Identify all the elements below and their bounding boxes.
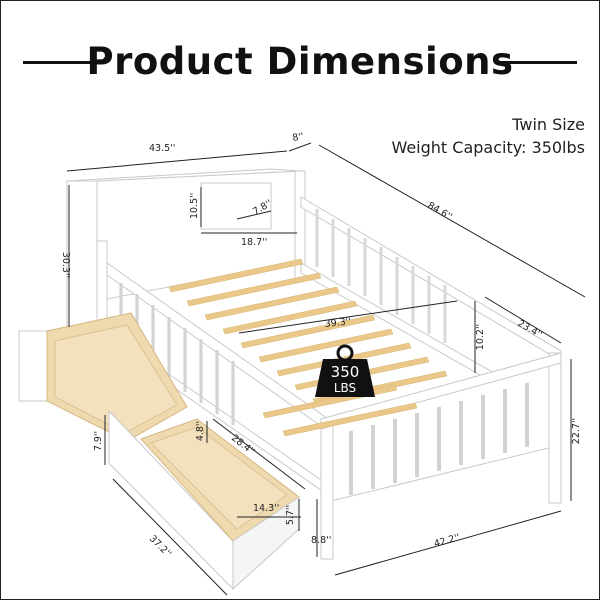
dim-line-inner-width	[238, 300, 458, 334]
label-drawer-inner-height: 4.8''	[195, 421, 206, 441]
weight-icon	[315, 359, 375, 397]
slat	[258, 328, 394, 363]
title-row: Product Dimensions	[1, 37, 599, 87]
title-rule-left	[23, 61, 101, 64]
label-footboard-height: 22.7''	[571, 418, 582, 444]
label-side-rail-height: 10.2''	[475, 324, 486, 350]
drawer-back-inner	[54, 324, 178, 434]
slat	[222, 300, 358, 335]
label-drawer-width: 37.2''	[147, 533, 173, 559]
weight-badge-unit: LBS	[334, 381, 356, 395]
label-headboard-width: 43.5''	[149, 143, 175, 154]
weight-capacity-label: Weight Capacity: 350lbs	[391, 138, 585, 157]
label-inner-width: 39.3''	[324, 316, 351, 330]
slat	[168, 258, 304, 293]
drawer-front-inner	[150, 426, 288, 530]
slat	[282, 402, 418, 437]
dim-line-overall-width	[334, 510, 562, 576]
footboard-spindles	[349, 383, 529, 495]
label-headboard-height: 30.3''	[60, 252, 71, 278]
label-drawer-inner-width: 14.3''	[253, 503, 279, 514]
label-drawer-inner-depth: 5.7''	[285, 505, 296, 525]
page-title: Product Dimensions	[86, 40, 514, 83]
dim-line-headboard-depth	[288, 142, 312, 152]
dim-line-overall-length	[318, 144, 586, 298]
weight-badge: 350 LBS	[315, 344, 375, 397]
label-shelf-width: 18.7''	[241, 237, 267, 248]
dim-line-footboard-length	[484, 296, 562, 344]
label-shelf-height: 10.5''	[189, 193, 200, 219]
slat	[204, 286, 340, 321]
dim-line-drawer-width	[112, 478, 228, 596]
label-drawer-height: 7.9''	[93, 431, 104, 451]
side-rail-far-top	[300, 196, 562, 362]
drawer-back	[18, 312, 188, 442]
weight-badge-value: 350	[331, 363, 360, 381]
spec-block: Twin Size Weight Capacity: 350lbs	[391, 113, 585, 159]
drawer-front	[108, 409, 300, 591]
label-clearance-height: 8.8''	[311, 535, 331, 546]
title-rule-right	[501, 61, 577, 64]
slat	[186, 272, 322, 307]
slat	[240, 314, 376, 349]
label-overall-width: 42.2''	[433, 532, 461, 550]
label-overall-length: 84.6''	[426, 200, 454, 223]
drawer-back-front	[18, 330, 48, 402]
dim-line-headboard-width	[66, 150, 288, 172]
dimension-lines	[66, 142, 586, 596]
size-label: Twin Size	[512, 115, 585, 134]
dim-line-drawer-length	[212, 418, 306, 490]
foot-post-right	[548, 352, 562, 504]
label-headboard-depth: 8''	[292, 131, 305, 144]
dim-line-shelf-depth	[236, 210, 272, 220]
